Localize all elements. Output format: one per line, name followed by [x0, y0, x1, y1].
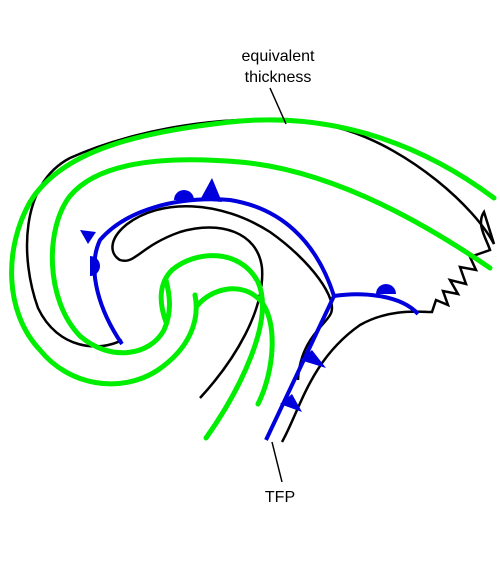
warm-front-bump	[376, 284, 396, 294]
tfp-label: TFP	[264, 489, 296, 506]
equivalent-thickness-label-line2: thickness	[244, 69, 312, 86]
warm-front-bump	[174, 190, 194, 200]
tfp-leader	[271, 441, 283, 483]
cold-front-triangle	[280, 394, 302, 412]
equivalent-thickness-leader	[269, 87, 287, 125]
thickness-contour-middle	[49, 157, 493, 356]
occluded-front-line	[92, 197, 337, 441]
equivalent-thickness-label-line1: equivalent	[241, 48, 315, 65]
thickness-contour-inner-a	[158, 253, 265, 441]
equivalent-thickness-label: equivalent thickness	[218, 46, 338, 88]
thickness-contour-inner-b	[195, 286, 275, 407]
thickness-contour-outer	[9, 117, 497, 387]
cold-front-triangle	[300, 350, 326, 368]
cold-front-triangle	[200, 178, 222, 202]
outer-envelope	[25, 118, 496, 443]
cold-front-triangle	[80, 230, 96, 244]
warm-front-line	[333, 292, 420, 316]
warm-front-bump	[90, 256, 100, 276]
